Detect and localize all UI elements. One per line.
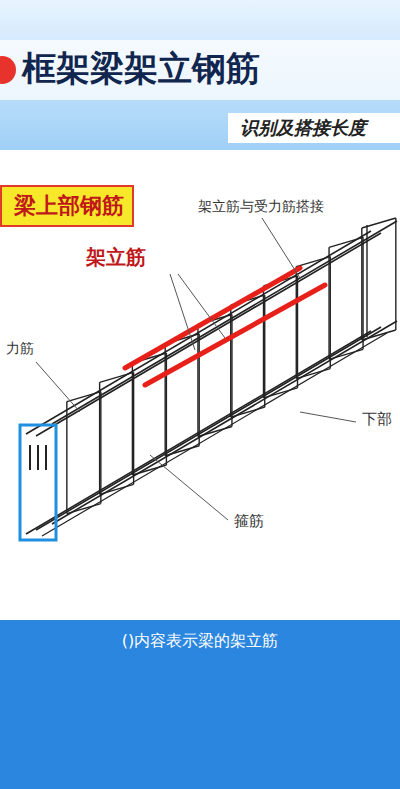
main-bar-label: 力筋	[4, 340, 36, 358]
top-bar-label-band: 梁上部钢筋	[0, 185, 134, 227]
section-bars	[30, 445, 46, 470]
erection-bar-label: 架立筋	[84, 244, 148, 271]
header-band	[0, 0, 400, 150]
rebar-cage	[26, 215, 400, 536]
leader-lines	[36, 218, 356, 520]
stirrup-label: 箍筋	[232, 512, 266, 531]
caption: ()内容表示梁的架立筋	[0, 631, 400, 652]
section-outline	[20, 425, 56, 540]
bottom-band	[0, 620, 400, 789]
title-bar	[0, 40, 400, 100]
white-panel	[0, 150, 400, 620]
erection-bars	[125, 268, 325, 385]
red-dot	[0, 56, 16, 84]
node-text: 识别及搭接长度	[240, 113, 366, 143]
title: 框架梁架立钢筋	[22, 46, 260, 92]
overlap-note: 架立筋与受力筋搭接	[196, 198, 326, 216]
bottom-bar-label: 下部	[360, 410, 394, 429]
node-text: 梁上部钢筋	[14, 187, 124, 225]
subtitle-tab: 识别及搭接长度	[228, 113, 400, 143]
